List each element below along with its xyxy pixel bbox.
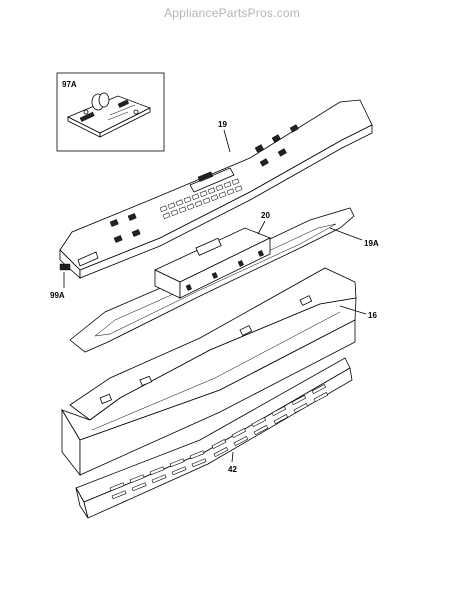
callout-20: 20 [261, 211, 270, 220]
connector: 99A [50, 263, 71, 300]
callout-99a: 99A [50, 291, 65, 300]
control-board: 20 [154, 211, 271, 299]
watermark-text: AppliancePartsPros.com [164, 6, 300, 20]
inset-board-illustration [67, 92, 151, 138]
keypad-buttons [159, 178, 243, 220]
callout-19: 19 [218, 120, 227, 129]
callout-16: 16 [368, 311, 377, 320]
control-panel: 19 [59, 99, 373, 279]
vent-panel: 42 [75, 357, 353, 519]
callout-97a: 97A [62, 80, 77, 89]
backguard-housing: 16 [61, 267, 377, 477]
vent-slots [109, 384, 329, 500]
inset-box: 97A [56, 72, 165, 152]
callout-42: 42 [228, 465, 237, 474]
callout-19a: 19A [364, 239, 379, 248]
